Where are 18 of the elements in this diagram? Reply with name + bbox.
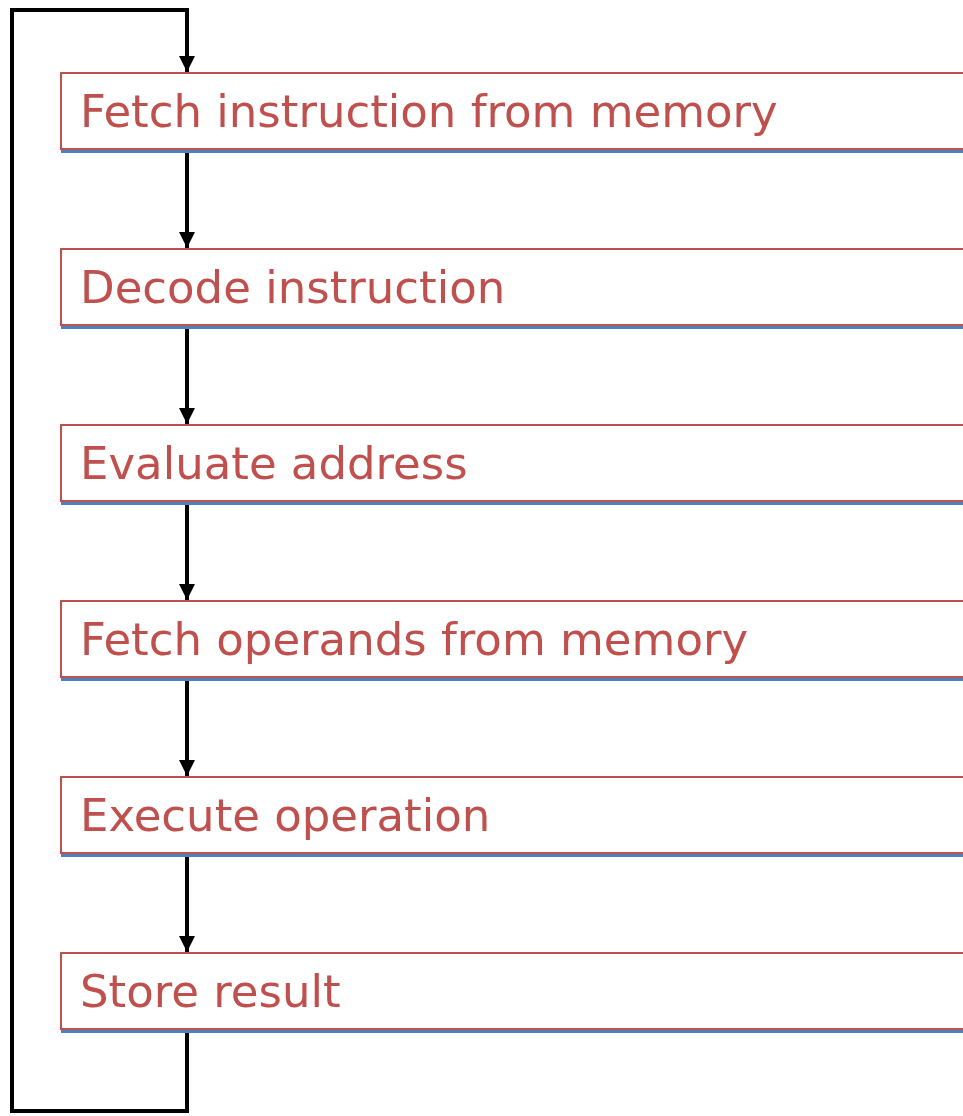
process-box <box>60 72 963 150</box>
step-label: Store result <box>80 964 341 1018</box>
step-label: Fetch instruction from memory <box>80 84 778 138</box>
arrow <box>10 8 195 1113</box>
process-box <box>60 776 963 854</box>
process-box <box>60 248 963 326</box>
process-box <box>60 424 963 502</box>
step-label: Execute operation <box>80 788 491 842</box>
arrow <box>179 150 195 248</box>
arrow <box>179 502 195 600</box>
step-label: Evaluate address <box>80 436 468 490</box>
step-label: Fetch operands from memory <box>80 612 749 666</box>
arrow <box>179 326 195 424</box>
step-label: Decode instruction <box>80 260 506 314</box>
arrow <box>179 854 195 952</box>
arrow <box>179 678 195 776</box>
process-box <box>60 600 963 678</box>
process-box <box>60 952 963 1030</box>
